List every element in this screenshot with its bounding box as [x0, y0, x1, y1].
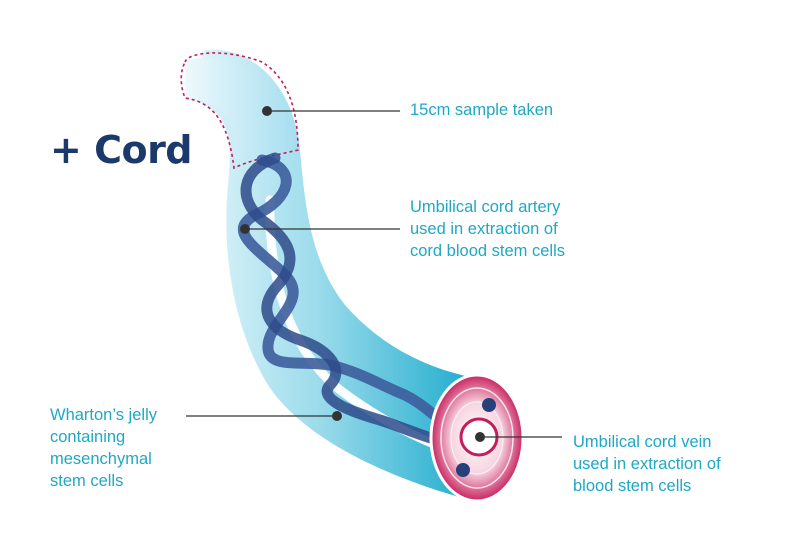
marker-jelly [332, 411, 342, 421]
label-artery-line: Umbilical cord artery [410, 198, 561, 216]
label-sample-line: 15cm sample taken [410, 101, 554, 119]
marker-vein [475, 432, 485, 442]
cord-end-ring [440, 387, 514, 489]
cord-end-ring-inner [450, 401, 504, 475]
label-jelly-line: Wharton’s jelly [50, 406, 157, 424]
label-jelly-line: mesenchymal [50, 450, 152, 468]
label-sample: 15cm sample taken [410, 99, 553, 121]
label-vein-line: Umbilical cord vein [573, 433, 712, 451]
label-jelly-line: stem cells [50, 472, 124, 490]
label-vein-line: blood stem cells [573, 477, 692, 495]
artery-2 [240, 152, 466, 451]
artery-section-bottom [456, 463, 470, 477]
label-artery-line: cord blood stem cells [410, 242, 565, 260]
marker-sample [262, 106, 272, 116]
sample-region [185, 57, 298, 160]
marker-artery [240, 224, 250, 234]
label-jelly: Wharton’s jelly containing mesenchymal s… [50, 404, 157, 492]
label-vein: Umbilical cord vein used in extraction o… [573, 431, 721, 497]
label-vein-line: used in extraction of [573, 455, 721, 473]
artery-section-top [482, 398, 496, 412]
label-artery-line: used in extraction of [410, 220, 558, 238]
label-jelly-line: containing [50, 428, 126, 446]
label-artery: Umbilical cord artery used in extraction… [410, 196, 565, 262]
page-title: + Cord [50, 128, 193, 172]
